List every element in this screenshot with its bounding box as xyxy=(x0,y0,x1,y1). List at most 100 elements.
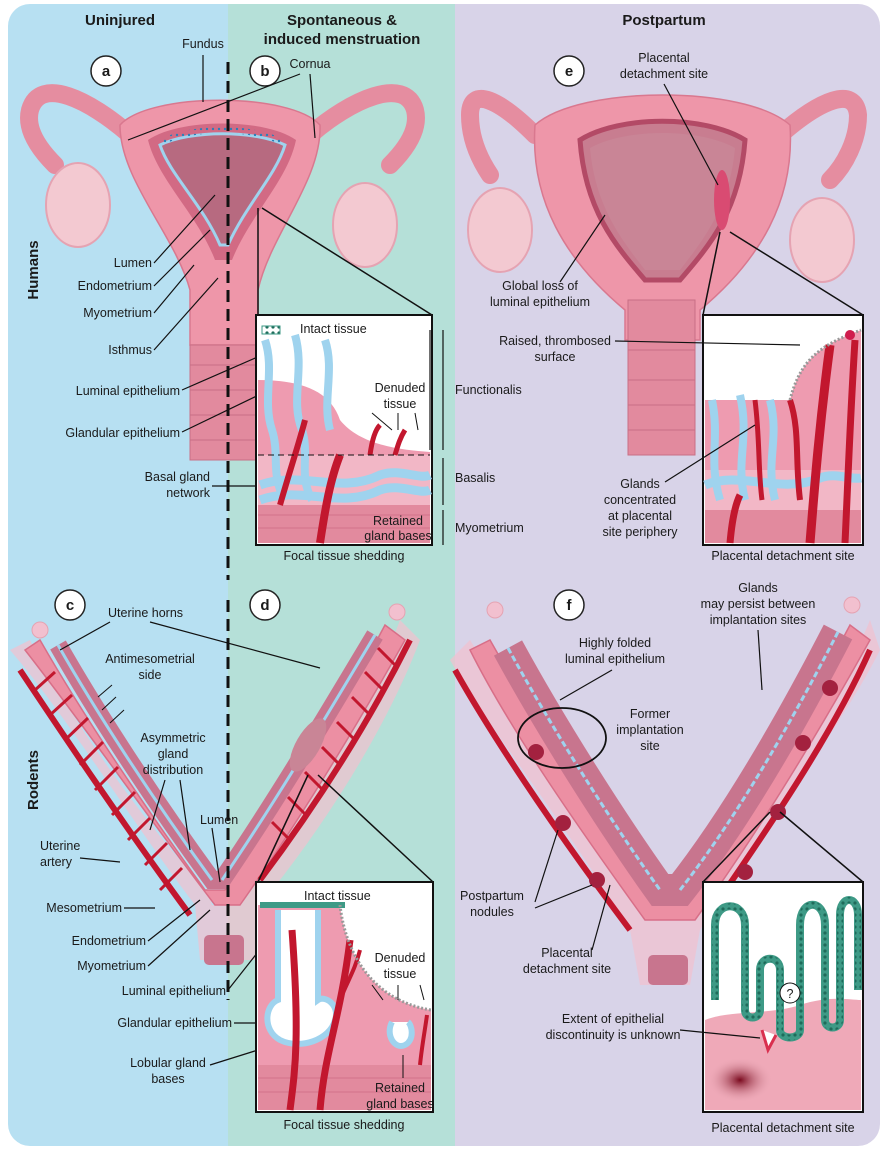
header-menstruation-line1: Spontaneous & xyxy=(287,12,397,29)
nodule-6 xyxy=(770,804,786,820)
letter-f: f xyxy=(554,590,584,620)
label-nodules-line2: nodules xyxy=(470,905,514,919)
label-lumen-a: Lumen xyxy=(114,256,152,270)
label-glands-persist-line2: may persist between xyxy=(701,597,816,611)
caption-d: Focal tissue shedding xyxy=(284,1118,405,1132)
label-extent-line2: discontinuity is unknown xyxy=(546,1028,681,1042)
label-raised-line1: Raised, thrombosed xyxy=(499,334,611,348)
nodule-1 xyxy=(528,744,544,760)
caption-e: Placental detachment site xyxy=(711,549,854,563)
placental-site xyxy=(714,170,730,230)
label-antimesometrial-line2: side xyxy=(139,668,162,682)
label-glandular-epithelium-c: Glandular epithelium xyxy=(117,1016,232,1030)
letter-e: e xyxy=(554,56,584,86)
label-glands-e-line2: concentrated xyxy=(604,493,676,507)
label-isthmus: Isthmus xyxy=(108,343,152,357)
header-menstruation-line2: induced menstruation xyxy=(264,31,421,48)
label-question-mark: ? xyxy=(787,987,794,1001)
label-basalis: Basalis xyxy=(455,471,495,485)
caption-f: Placental detachment site xyxy=(711,1121,854,1135)
caption-b: Focal tissue shedding xyxy=(284,549,405,563)
side-label-rodents: Rodents xyxy=(25,750,42,810)
label-luminal-epithelium-a: Luminal epithelium xyxy=(76,384,180,398)
label-denuded-d-line1: Denuded xyxy=(375,951,426,965)
label-global-loss-line1: Global loss of xyxy=(502,279,578,293)
nodule-5 xyxy=(795,735,811,751)
label-antimesometrial-line1: Antimesometrial xyxy=(105,652,195,666)
label-retained-b-line2: gland bases xyxy=(364,529,431,543)
label-retained-b-line1: Retained xyxy=(373,514,423,528)
label-myometrium-a: Myometrium xyxy=(83,306,152,320)
nodule-4 xyxy=(822,680,838,696)
svg-text:c: c xyxy=(66,597,74,614)
label-denuded-b-line2: tissue xyxy=(384,397,417,411)
label-placental-e-line2: detachment site xyxy=(620,67,708,81)
label-fundus: Fundus xyxy=(182,37,224,51)
label-glandular-epithelium-a: Glandular epithelium xyxy=(65,426,180,440)
inset-d xyxy=(256,882,433,1112)
label-highly-folded-line1: Highly folded xyxy=(579,636,651,650)
side-label-humans: Humans xyxy=(25,240,42,299)
label-lobular-line1: Lobular gland xyxy=(130,1056,206,1070)
letter-c: c xyxy=(55,590,85,620)
label-asymmetric-line3: distribution xyxy=(143,763,203,777)
svg-text:a: a xyxy=(102,63,111,80)
label-functionalis: Functionalis xyxy=(455,383,522,397)
right-ovary xyxy=(333,183,397,267)
left-ovary xyxy=(46,163,110,247)
label-extent-line1: Extent of epithelial xyxy=(562,1012,664,1026)
label-glands-persist-line3: implantation sites xyxy=(710,613,807,627)
label-former-line3: site xyxy=(640,739,660,753)
label-lumen-c: Lumen xyxy=(200,813,238,827)
label-mesometrium: Mesometrium xyxy=(46,901,122,915)
label-uterine-artery-line1: Uterine xyxy=(40,839,80,853)
label-glands-e-line4: site periphery xyxy=(602,525,678,539)
label-glands-persist-line1: Glands xyxy=(738,581,778,595)
letter-d: d xyxy=(250,590,280,620)
svg-text:e: e xyxy=(565,63,573,80)
label-asymmetric-line1: Asymmetric xyxy=(140,731,205,745)
label-placental-f-line1: Placental xyxy=(541,946,592,960)
label-myometrium-c: Myometrium xyxy=(77,959,146,973)
label-global-loss-line2: luminal epithelium xyxy=(490,295,590,309)
letter-b: b xyxy=(250,56,280,86)
header-postpartum: Postpartum xyxy=(622,12,705,29)
label-retained-d-line1: Retained xyxy=(375,1081,425,1095)
label-intact-tissue-b: Intact tissue xyxy=(300,322,367,336)
label-intact-tissue-d: Intact tissue xyxy=(304,889,371,903)
label-cornua: Cornua xyxy=(290,57,331,71)
label-asymmetric-line2: gland xyxy=(158,747,189,761)
label-former-line1: Former xyxy=(630,707,670,721)
inset-f: ? xyxy=(703,882,863,1112)
label-placental-e-line1: Placental xyxy=(638,51,689,65)
label-placental-f-line2: detachment site xyxy=(523,962,611,976)
svg-text:d: d xyxy=(260,597,269,614)
inset-e xyxy=(703,315,863,545)
label-retained-d-line2: gland bases xyxy=(366,1097,433,1111)
label-denuded-d-line2: tissue xyxy=(384,967,417,981)
label-nodules-line1: Postpartum xyxy=(460,889,524,903)
nodule-7 xyxy=(737,864,753,880)
nodule-2 xyxy=(555,815,571,831)
svg-text:b: b xyxy=(260,63,269,80)
label-uterine-artery-line2: artery xyxy=(40,855,73,869)
label-myometrium-b: Myometrium xyxy=(455,521,524,535)
label-luminal-epithelium-c: Luminal epithelium xyxy=(122,984,226,998)
label-glands-e-line3: at placental xyxy=(608,509,672,523)
label-denuded-b-line1: Denuded xyxy=(375,381,426,395)
label-endometrium-a: Endometrium xyxy=(78,279,152,293)
inset-b xyxy=(256,315,432,545)
label-former-line2: implantation xyxy=(616,723,683,737)
label-endometrium-c: Endometrium xyxy=(72,934,146,948)
header-uninjured: Uninjured xyxy=(85,12,155,29)
label-highly-folded-line2: luminal epithelium xyxy=(565,652,665,666)
label-lobular-line2: bases xyxy=(151,1072,184,1086)
label-glands-e-line1: Glands xyxy=(620,477,660,491)
label-basal-gland-line1: Basal gland xyxy=(145,470,210,484)
label-raised-line2: surface xyxy=(535,350,576,364)
label-basal-gland-line2: network xyxy=(166,486,211,500)
label-uterine-horns: Uterine horns xyxy=(108,606,183,620)
letter-a: a xyxy=(91,56,121,86)
